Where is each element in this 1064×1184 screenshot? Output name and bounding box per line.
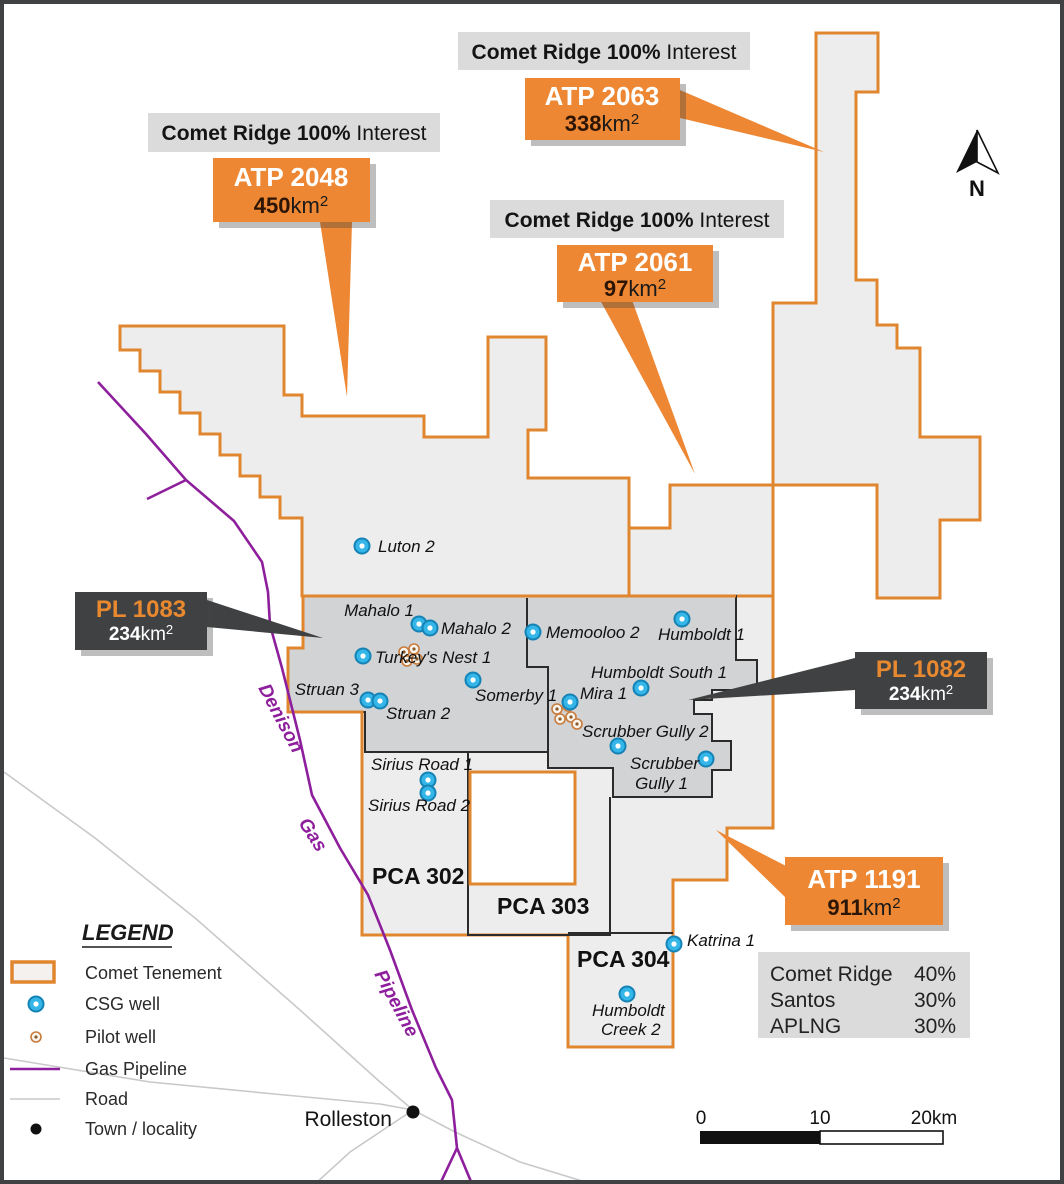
well-label-sirius-road-2: Sirius Road 2 <box>368 796 471 815</box>
well-label-memooloo-2: Memooloo 2 <box>546 623 640 642</box>
pl1082-callout-tail <box>688 658 855 700</box>
interest-label-top-box <box>458 32 750 70</box>
well-label-humboldt-south-1: Humboldt South 1 <box>591 663 727 682</box>
tenement-atp2061-shape <box>627 483 775 598</box>
ownership-pct-comet-ridge: 40% <box>914 963 956 986</box>
tenement-map: Comet Ridge 100% Interest Comet Ridge 10… <box>4 31 1000 1180</box>
pl1083-callout-tail <box>207 600 323 638</box>
atp2048-callout-box <box>213 158 370 222</box>
atp2063-title: ATP 2063 <box>545 81 660 111</box>
legend-label-comet-tenement: Comet Tenement <box>85 963 222 983</box>
well-label-luton-2: Luton 2 <box>378 537 435 556</box>
atp2061-callout-box <box>557 245 713 302</box>
atp2063-callout-tail <box>680 90 824 152</box>
north-arrow-label: N <box>969 176 985 201</box>
csg-wells <box>353 537 715 1003</box>
scale-bar-white-segment <box>819 1130 944 1145</box>
legend: LEGEND Comet Tenement CSG well Pilot wel… <box>10 920 222 1139</box>
well-label-somerby-1: Somerby 1 <box>475 686 557 705</box>
atp1191-title: ATP 1191 <box>807 864 920 894</box>
well-label-scrubber-gully-1-line2: Gully 1 <box>635 774 688 793</box>
atp2048-title: ATP 2048 <box>234 162 349 192</box>
ownership-row-comet-ridge: Comet Ridge <box>770 963 893 986</box>
pl1082-title: PL 1082 <box>876 656 966 683</box>
well-label-mira-1: Mira 1 <box>580 684 627 703</box>
interest-label-mid: Comet Ridge 100% Interest <box>505 209 770 232</box>
pl1082-callout-box <box>855 652 987 709</box>
legend-label-town: Town / locality <box>85 1119 197 1139</box>
town-dot-rolleston <box>406 1105 420 1119</box>
north-arrow-right-half <box>976 129 1000 175</box>
scale-bar-black-segment <box>700 1131 820 1144</box>
area-label-pca-304: PCA 304 <box>577 946 670 972</box>
legend-label-pilot-well: Pilot well <box>85 1027 156 1047</box>
pilot-well-cluster-mira <box>551 700 583 730</box>
scale-label-20km: 20km <box>911 1108 957 1129</box>
well-label-sirius-road-1: Sirius Road 1 <box>371 755 473 774</box>
atp1191-callout-box <box>785 857 943 925</box>
well-label-mahalo-2: Mahalo 2 <box>441 619 511 638</box>
town-label-rolleston: Rolleston <box>304 1108 392 1131</box>
pilot-well-cluster-mahalo <box>398 643 423 667</box>
tenement-atp2048-shape <box>118 324 631 598</box>
road-line-west <box>4 1057 414 1111</box>
north-arrow-left-half <box>956 130 977 173</box>
interest-label-west: Comet Ridge 100% Interest <box>162 122 427 145</box>
legend-title: LEGEND <box>82 920 174 945</box>
north-arrow-icon: N <box>956 129 1000 201</box>
ownership-row-santos: Santos <box>770 989 835 1012</box>
well-label-katrina-1: Katrina 1 <box>687 931 755 950</box>
scale-bar: 0 10 20km <box>696 1108 957 1145</box>
area-label-pca-302: PCA 302 <box>372 863 464 889</box>
atp2048-area: 450km2 <box>254 193 328 218</box>
road-line-south <box>318 1109 414 1180</box>
legend-swatch-town <box>30 1123 42 1135</box>
gas-pipeline-branch-south <box>440 1147 459 1180</box>
pl1082-area: 234km2 <box>889 682 953 705</box>
interest-label-top: Comet Ridge 100% Interest <box>472 41 737 64</box>
pipeline-label-pipeline: Pipeline <box>370 966 423 1041</box>
area-label-pca-303: PCA 303 <box>497 893 589 919</box>
pca303-excluded-block <box>468 770 577 886</box>
ownership-pct-santos: 30% <box>914 989 956 1012</box>
ownership-pct-aplng: 30% <box>914 1015 956 1038</box>
atp2048-callout-tail <box>320 222 352 397</box>
well-label-struan-2: Struan 2 <box>386 704 451 723</box>
atp2061-title: ATP 2061 <box>578 247 693 277</box>
legend-label-road: Road <box>85 1089 128 1109</box>
gas-pipeline-branch-west <box>146 478 187 501</box>
tenement-boundary-overlay <box>286 594 736 935</box>
well-label-turkeys-nest-1: Turkey's Nest 1 <box>375 648 491 667</box>
ownership-box <box>758 952 970 1038</box>
atp2063-area: 338km2 <box>565 111 639 136</box>
gas-pipeline-line <box>97 381 472 1180</box>
atp2061-callout-tail <box>600 300 695 474</box>
atp2063-callout-box <box>525 78 680 140</box>
legend-label-csg-well: CSG well <box>85 994 160 1014</box>
pl1083-area: 234km2 <box>109 622 173 645</box>
pl1083-callout-box <box>75 592 207 650</box>
atp1191-callout-tail <box>716 830 786 898</box>
well-label-humboldt-creek-2-line1: Humboldt <box>592 1001 666 1020</box>
scale-label-0: 0 <box>696 1108 707 1129</box>
scale-label-10: 10 <box>809 1108 830 1129</box>
legend-swatch-comet-tenement <box>10 960 56 984</box>
well-label-mahalo-1: Mahalo 1 <box>344 601 414 620</box>
interest-label-mid-box <box>490 200 784 238</box>
road-line-long <box>4 771 582 1180</box>
ownership-table: Comet Ridge 40% Santos 30% APLNG 30% <box>758 952 970 1038</box>
tenement-atp2063-shape <box>771 31 982 600</box>
atp2061-area: 97km2 <box>604 276 666 301</box>
well-label-scrubber-gully-2: Scrubber Gully 2 <box>582 722 709 741</box>
atp1191-area: 911km2 <box>827 895 900 920</box>
pl1083-title: PL 1083 <box>96 596 186 623</box>
pca303-border <box>467 752 611 936</box>
well-label-scrubber-gully-1-line1: Scrubber <box>630 754 700 773</box>
ownership-row-aplng: APLNG <box>770 1015 841 1038</box>
interest-label-west-box <box>148 113 440 152</box>
well-label-humboldt-creek-2-line2: Creek 2 <box>601 1020 661 1039</box>
well-label-struan-3: Struan 3 <box>295 680 360 699</box>
legend-label-gas-pipeline: Gas Pipeline <box>85 1059 187 1079</box>
well-label-humboldt-1: Humboldt 1 <box>658 625 745 644</box>
